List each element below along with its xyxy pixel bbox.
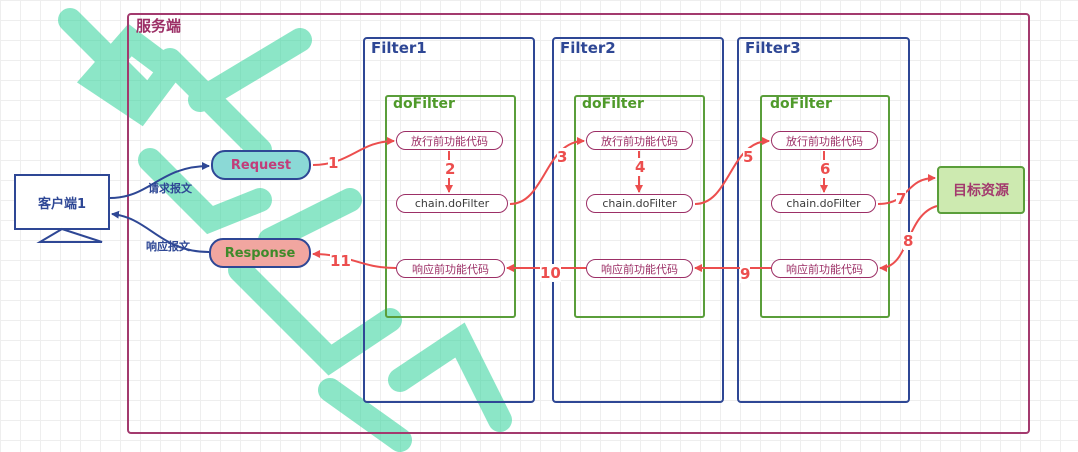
filter2-post-code: 响应前功能代码: [586, 259, 693, 278]
arrow-step-5: [694, 137, 770, 205]
server-container: [127, 13, 1030, 434]
arrow-step-7: [877, 174, 936, 205]
arrow-step-3: [509, 137, 585, 205]
filter1-dofilter-box: [385, 95, 516, 318]
server-title: 服务端: [136, 17, 182, 35]
step-2: 2: [445, 160, 456, 178]
filter1-dofilter-title: doFilter: [393, 96, 455, 112]
arrow-step-1: [312, 137, 395, 166]
filter2-chain: chain.doFilter: [586, 194, 693, 213]
filter2-dofilter-box: [574, 95, 705, 318]
filter3-dofilter-title: doFilter: [770, 96, 832, 112]
filter3-dofilter-box: [760, 95, 890, 318]
filter1-chain: chain.doFilter: [396, 194, 508, 213]
client-response-arrow: [111, 210, 210, 253]
response-pill: Response: [209, 238, 311, 268]
step-4: 4: [635, 158, 646, 176]
filter3-post-code: 响应前功能代码: [771, 259, 878, 278]
client-request-arrow: [109, 162, 210, 199]
step-7: 7: [896, 190, 907, 208]
filter3-pre-code: 放行前功能代码: [771, 131, 878, 150]
response-message-label: 响应报文: [146, 240, 190, 253]
step-9: 9: [740, 265, 751, 283]
filter2-box: [552, 37, 724, 403]
client-monitor-stand: [36, 227, 103, 243]
target-resource-box: 目标资源: [937, 166, 1025, 214]
filter1-post-code: 响应前功能代码: [396, 259, 505, 278]
request-pill: Request: [211, 150, 311, 180]
step-8: 8: [903, 232, 914, 250]
filter2-dofilter-title: doFilter: [582, 96, 644, 112]
step-10: 10: [540, 264, 561, 282]
step-1: 1: [328, 154, 339, 172]
client-label: 客户端1: [37, 196, 87, 212]
filter3-chain: chain.doFilter: [771, 194, 876, 213]
request-message-label: 请求报文: [148, 182, 192, 195]
filter1-box: [363, 37, 535, 403]
filter1-pre-code: 放行前功能代码: [396, 131, 503, 150]
step-11: 11: [330, 252, 351, 270]
step-5: 5: [743, 148, 754, 166]
filter2-pre-code: 放行前功能代码: [586, 131, 693, 150]
step-3: 3: [557, 148, 568, 166]
filter3-box: [737, 37, 910, 403]
arrow-step-11: [312, 250, 397, 269]
client-monitor: 客户端1: [14, 174, 110, 230]
filter2-title: Filter2: [560, 39, 616, 57]
filter1-title: Filter1: [371, 39, 427, 57]
filter3-title: Filter3: [745, 39, 801, 57]
step-6: 6: [820, 160, 831, 178]
